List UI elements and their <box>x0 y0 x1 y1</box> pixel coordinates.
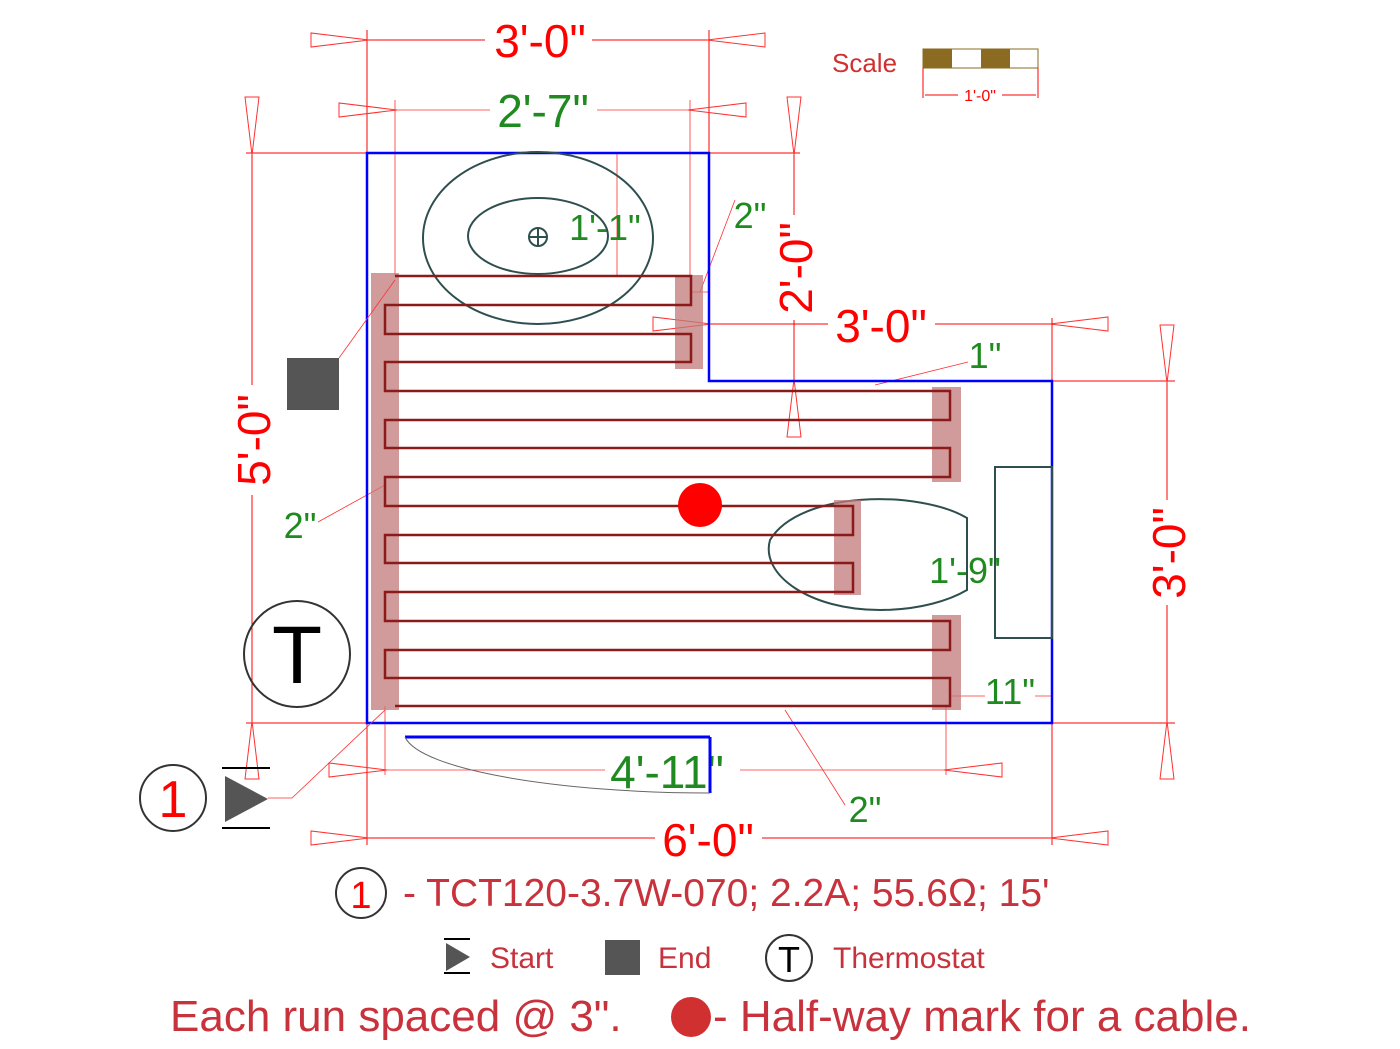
legend-thermostat-label: Thermostat <box>833 942 985 975</box>
offset-bottom: 2" <box>849 789 882 830</box>
offset-notch: 2" <box>734 195 767 236</box>
spacing-note: Each run spaced @ 3". <box>170 992 622 1041</box>
offset-sink: 1'-1" <box>569 207 641 248</box>
scale-length: 1'-0" <box>964 88 996 105</box>
thermostat-marker: T <box>243 600 351 708</box>
halfway-mark <box>678 483 722 527</box>
halfway-note: - Half-way mark for a cable. <box>713 992 1251 1041</box>
room-outline <box>365 151 1054 725</box>
dim-left-height: 5'-0" <box>228 394 280 486</box>
dim-notch-width: 3'-0" <box>835 300 927 352</box>
offset-toilet: 1'-9" <box>929 550 1001 591</box>
legend-halfway-dot-icon <box>671 997 711 1037</box>
door <box>404 735 712 794</box>
cable-start-marker: 1 <box>139 709 386 832</box>
legend-cable-number: 1 <box>350 875 371 917</box>
legend-end-icon <box>605 940 640 975</box>
legend-cable-spec: - TCT120-3.7W-070; 2.2A; 55.6Ω; 15' <box>403 872 1050 915</box>
legend-start-label: Start <box>490 942 554 975</box>
scale-bar: Scale 1'-0" <box>832 48 1039 105</box>
dim-notch-height: 2'-0" <box>770 222 822 314</box>
toilet-tank <box>994 466 1053 639</box>
offset-tank: 11" <box>985 671 1035 712</box>
dim-total-width: 6'-0" <box>662 814 754 866</box>
legend: 1 - TCT120-3.7W-070; 2.2A; 55.6Ω; 15' St… <box>170 867 1251 1041</box>
cable-end-marker <box>287 358 339 410</box>
dim-sink-width: 2'-7" <box>497 85 589 137</box>
legend-thermostat-icon <box>765 934 813 982</box>
start-triangle-icon <box>225 776 268 822</box>
offset-wall-top: 1" <box>969 335 1002 376</box>
legend-thermostat-symbol: T <box>778 939 800 980</box>
offset-left: 2" <box>284 505 317 546</box>
heating-cable <box>383 274 952 708</box>
dim-right-height: 3'-0" <box>1143 507 1195 599</box>
legend-end-label: End <box>658 942 711 975</box>
legend-start-icon <box>446 943 470 971</box>
toilet <box>767 466 1053 639</box>
dim-cable-span: 4'-11" <box>610 746 724 798</box>
cable-number-label: 1 <box>159 771 188 829</box>
sink <box>422 151 654 325</box>
dimension-lines <box>246 30 1175 845</box>
thermostat-symbol: T <box>272 610 322 701</box>
dim-top-width: 3'-0" <box>494 15 586 67</box>
scale-label: Scale <box>832 48 897 78</box>
